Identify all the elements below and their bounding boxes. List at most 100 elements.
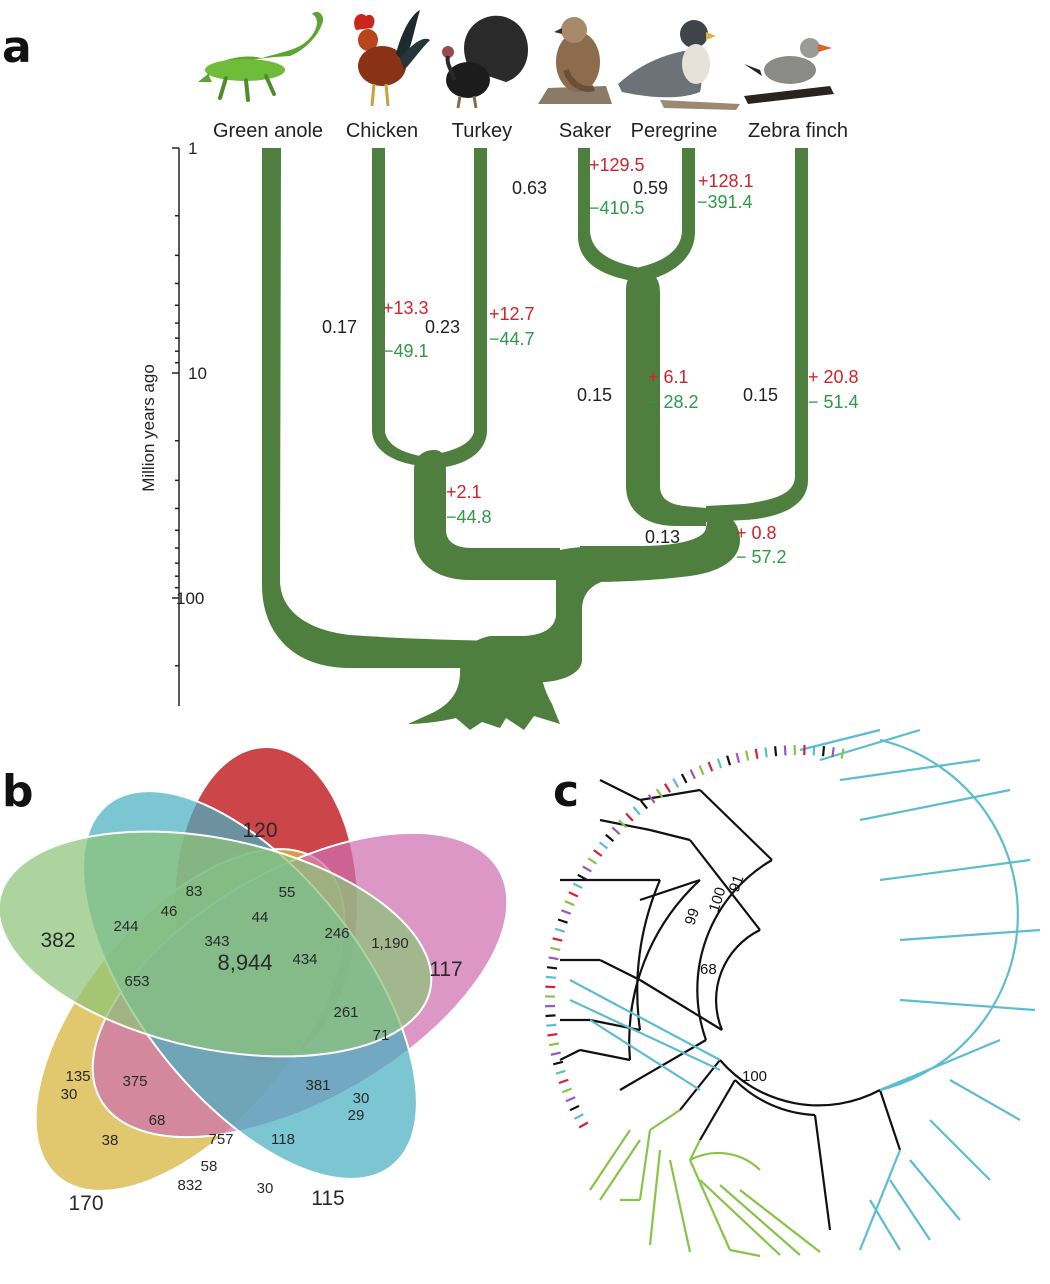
venn-count: 118 [271,1131,295,1148]
species-label-zebra-finch: Zebra finch [748,120,848,142]
venn-count: 38 [102,1132,119,1149]
leaf-tip [709,762,713,771]
venn-count: 653 [124,973,149,990]
loss-turkey: −44.7 [489,329,535,349]
venn-count: 83 [186,883,203,900]
leaf-tip [588,858,596,864]
circular-tree [545,730,1040,1256]
gain-peregrine: +128.1 [698,171,754,191]
gain-zebra-finch: + 20.8 [808,367,859,387]
leaf-tip [558,920,567,923]
leaf-tip [545,987,555,988]
leaf-tip [665,784,670,792]
tick-label-1: 1 [188,139,197,158]
species-label-chicken: Chicken [346,120,418,142]
venn-count: 30 [353,1090,370,1107]
venn-count: 261 [333,1004,358,1021]
leaf-tip [612,827,619,834]
venn-count: 30 [257,1180,274,1197]
leaf-tip [823,746,824,756]
gain-galliformes: +2.1 [446,482,482,502]
bootstrap-value: 100 [706,885,730,914]
leaf-tip [550,948,560,950]
species-label-turkey: Turkey [452,120,512,142]
venn-count: 1,190 [371,935,409,952]
branch-turkey [426,148,487,468]
leaf-tip [555,929,565,932]
loss-chicken: −49.1 [383,341,429,361]
tick-label-100: 100 [176,589,204,608]
tree-branch [580,790,700,1060]
count-only-green: 382 [40,929,75,952]
rate-turkey: 0.23 [425,317,460,337]
leaf-tip [546,977,556,978]
venn-count: 29 [348,1107,365,1124]
leaf-tip [606,835,614,841]
leaf-tip [556,1071,566,1074]
tree-branch [620,790,900,1230]
leaf-tip [842,749,844,759]
leaf-tip [547,967,557,968]
leaf-tip [551,1053,561,1055]
loss-galliformes: −44.8 [446,507,492,527]
bootstrap-value: 99 [682,906,703,927]
bootstrap-value: 68 [700,961,717,978]
rooster-icon [354,10,430,106]
leaf-tip [546,1025,556,1026]
leaf-tip [570,1106,579,1110]
leaf-tip [832,747,833,757]
gain-chicken: +13.3 [383,298,429,318]
axis-label: Million years ago [139,364,158,492]
leaf-tip [579,1123,588,1128]
bootstrap-value: 100 [742,1068,767,1085]
venn-count: 381 [305,1077,330,1094]
venn-count: 44 [252,909,269,926]
gain-saker: +129.5 [589,155,645,175]
loss-peregrine: −391.4 [697,192,753,212]
leaf-tip [559,1080,568,1083]
venn-count: 246 [324,925,349,942]
leaf-tip [566,1097,575,1101]
rate-falcons: 0.15 [577,385,612,405]
loss-zebra-finch: − 51.4 [808,392,859,412]
venn-count: 135 [65,1068,90,1085]
venn-count: 832 [177,1177,202,1194]
leaf-tip [633,807,640,815]
count-only-red: 120 [242,819,277,842]
rate-peregrine: 0.59 [633,178,668,198]
venn-count: 375 [122,1073,147,1090]
leaf-tip [553,938,563,940]
venn-count: 58 [201,1158,218,1175]
venn-count: 46 [161,903,178,920]
venn-count: 434 [292,951,317,968]
venn-count: 71 [373,1027,390,1044]
leaf-tip [573,883,582,888]
lizard-icon [198,12,323,100]
rate-saker: 0.63 [512,178,547,198]
panel-c: c [545,730,1040,1256]
leaf-tip [756,749,758,759]
panel-label-b: b [2,766,34,817]
count-all-sets: 8,944 [217,950,272,975]
panel-label-c: c [553,766,579,817]
leaf-tip [546,1015,556,1016]
gain-turkey: +12.7 [489,304,535,324]
rate-zebra-finch: 0.15 [743,385,778,405]
leaf-tip [785,745,786,755]
leaf-tip [549,957,559,959]
panel-label-a: a [2,22,32,73]
leaf-tip [700,766,704,775]
leaf-tip [574,1114,583,1119]
leaf-tip [718,759,721,768]
venn-diagram [0,735,557,1245]
rate-chicken: 0.17 [322,317,357,337]
count-only-yellow: 170 [68,1192,103,1215]
tree-arc [716,930,760,1030]
turkey-icon [442,16,528,108]
tree-arc [637,880,660,1030]
venn-count: 55 [279,884,296,901]
leaf-tip [691,770,695,779]
clade-black [560,780,650,1060]
